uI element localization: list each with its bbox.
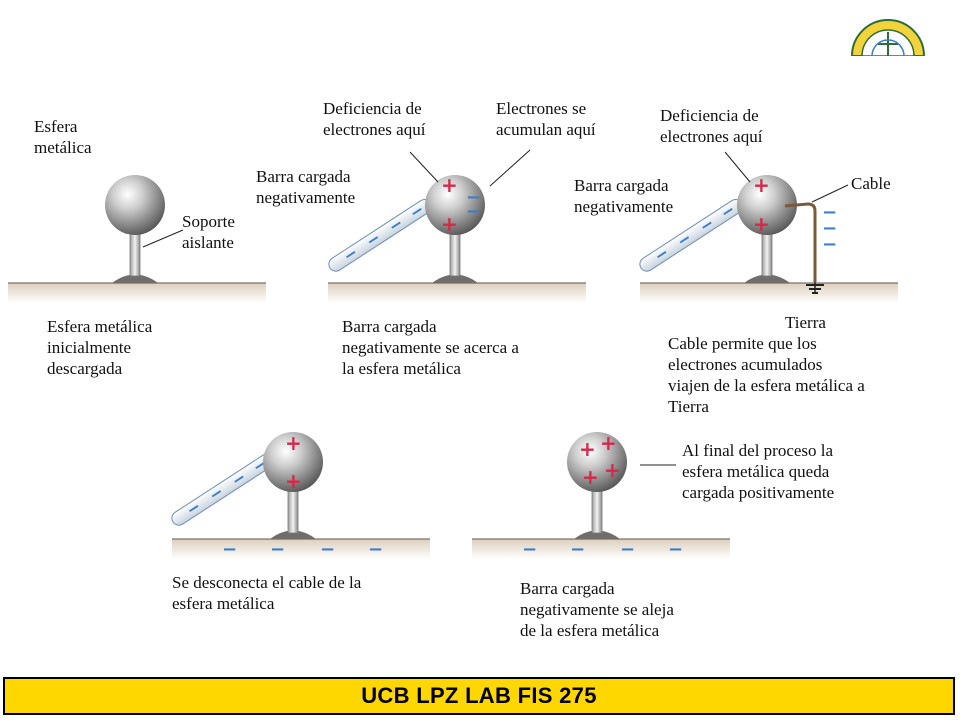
plus-charge: + [753, 173, 770, 197]
panel4-caption: Se desconecta el cable de la esfera metá… [172, 573, 362, 613]
ground-minus: − [368, 539, 383, 560]
plus-charge: + [604, 458, 621, 482]
floor [328, 283, 586, 303]
plus-charge: + [441, 212, 458, 236]
ground-minus: − [522, 539, 537, 560]
rod-label: Barra cargada negativamente [574, 176, 674, 216]
ground-minus: − [222, 539, 237, 560]
metal-sphere [737, 175, 797, 235]
ground-label: Tierra [785, 313, 826, 332]
stand-base [432, 274, 478, 283]
result-label: Al final del proceso la esfera metálica … [682, 441, 835, 502]
panel5-caption: Barra cargada negativamente se aleja de … [520, 579, 674, 640]
ground-minus: − [620, 539, 635, 560]
stand-base [270, 530, 316, 539]
panel2-caption: Barra cargada negativamente se acerca a … [342, 317, 519, 378]
floor [472, 539, 730, 559]
minus-charge: − [466, 201, 481, 222]
panel3-caption: Cable permite que los electrones acumula… [668, 334, 865, 416]
panel1-caption: Esfera metálica inicialmente descargada [47, 317, 153, 378]
stand-base [574, 530, 620, 539]
ground-minus: − [320, 539, 335, 560]
plus-charge: + [441, 173, 458, 197]
plus-charge: + [285, 469, 302, 493]
electrons-accumulate-label: Electrones se acumulan aquí [496, 99, 596, 139]
footer-text: UCB LPZ LAB FIS 275 [361, 683, 597, 708]
floor [172, 539, 430, 559]
plus-charge: + [600, 431, 617, 455]
minus-charge: − [822, 202, 837, 223]
floor [8, 283, 266, 303]
metal-sphere [105, 175, 165, 235]
plus-charge: + [285, 431, 302, 455]
plus-charge: + [753, 212, 770, 236]
minus-charge: − [822, 234, 837, 255]
metal-sphere [567, 432, 627, 492]
minus-charge: − [822, 218, 837, 239]
plus-charge: + [579, 437, 596, 461]
insulating-stand [591, 484, 603, 534]
footer-bar: UCB LPZ LAB FIS 275 [3, 677, 955, 715]
stand-label: Soporte aislante [182, 212, 235, 252]
minus-charge: − [466, 187, 481, 208]
cable-label: Cable [851, 174, 891, 193]
university-seal-logo [850, 19, 926, 56]
ground-cable [784, 202, 817, 282]
charged-rod: − − − − [639, 198, 744, 272]
deficiency-label: Deficiencia de electrones aquí [323, 99, 426, 139]
metal-sphere [425, 175, 485, 235]
sphere-label: Esfera metálica [34, 117, 92, 157]
deficiency-label: Deficiencia de electrones aquí [660, 106, 763, 146]
metal-sphere [263, 432, 323, 492]
stand-base [744, 274, 790, 283]
stand-base [112, 274, 158, 283]
floor [640, 283, 898, 303]
ground-minus: − [570, 539, 585, 560]
ground-minus: − [270, 539, 285, 560]
ground-minus: − [668, 539, 683, 560]
plus-charge: + [582, 465, 599, 489]
rod-label: Barra cargada negativamente [256, 167, 356, 207]
